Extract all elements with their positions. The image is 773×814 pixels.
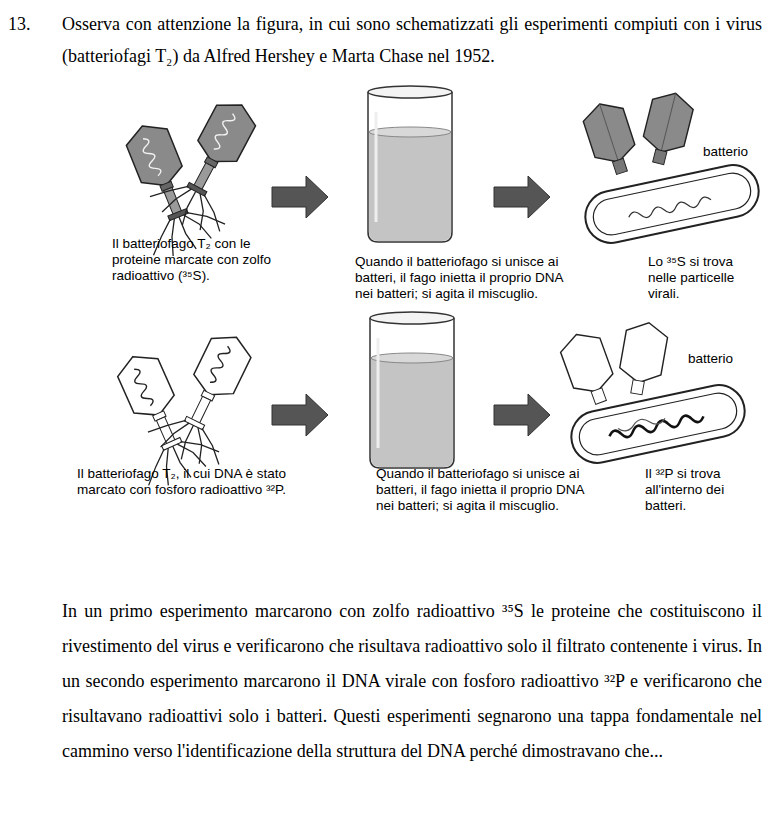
step-arrow (272, 176, 328, 218)
step-arrow (272, 394, 328, 436)
figure-caption: Quando il batteriofago si unisce ai batt… (355, 254, 573, 302)
figure-caption: Lo ³⁵S si trova nelle particelle virali. (648, 254, 763, 302)
empty-capsid (616, 319, 670, 397)
question-number: 13. (8, 8, 52, 40)
step-arrow (494, 394, 550, 436)
figure-caption: Il batteriofago T₂, il cui DNA è stato m… (77, 466, 332, 498)
figure-caption: Il ³²P si trova all'interno dei batteri. (645, 466, 755, 514)
beaker (370, 312, 454, 468)
empty-capsid (638, 88, 696, 168)
part-name: batterio (688, 351, 752, 367)
empty-capsid (557, 327, 621, 409)
bacterium (581, 160, 764, 247)
phage (144, 321, 273, 476)
empty-capsid (580, 98, 642, 180)
question-text: In un primo esperimento marcarono con zo… (62, 594, 762, 769)
bacterium (567, 380, 750, 467)
figure-caption: Il batteriofago T₂ con le proteine marca… (112, 236, 292, 284)
part-name: batterio (703, 144, 767, 160)
beaker (368, 86, 452, 242)
figure-caption: Quando il batteriofago si unisce ai batt… (376, 466, 596, 514)
step-arrow (494, 176, 550, 218)
labelled-phage (145, 87, 277, 242)
question-text: Osserva con attenzione la figura, in cui… (62, 8, 762, 72)
